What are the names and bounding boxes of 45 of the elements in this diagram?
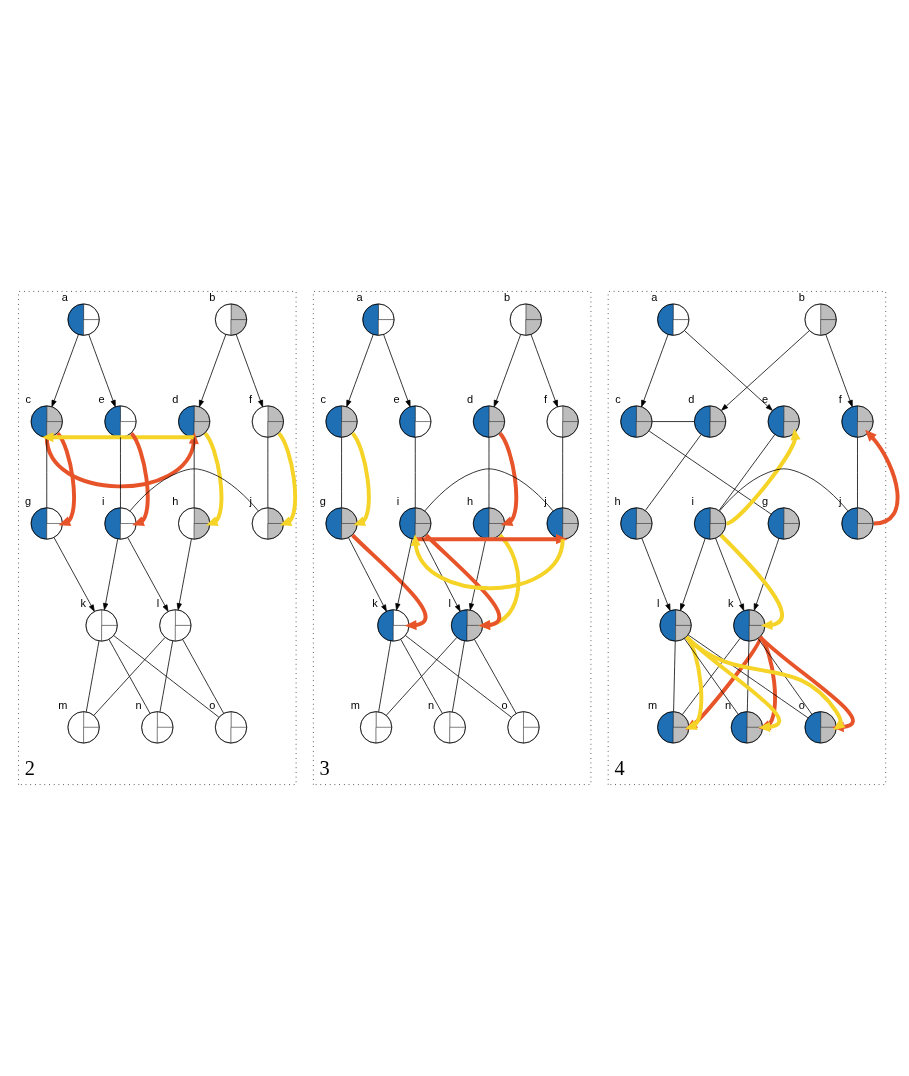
node-label: a (650, 290, 657, 303)
node-label: l (448, 596, 451, 609)
node-label: d (466, 392, 473, 405)
node-label: e (392, 392, 400, 405)
node-label: f (838, 392, 842, 405)
node-label: l (656, 596, 660, 609)
node-label: i (396, 494, 399, 507)
node-label: a (356, 290, 363, 303)
node-label: j (248, 494, 252, 507)
node-label: k (371, 596, 378, 609)
node-label: g (761, 494, 768, 507)
node-label: c (614, 392, 621, 405)
node-label: e (98, 392, 105, 405)
node-label: b (208, 290, 215, 303)
node-label: g (319, 494, 326, 507)
node-label: n (724, 698, 731, 711)
node-label: k (727, 596, 734, 609)
node-label: c (25, 392, 31, 405)
node-label: m (350, 698, 360, 711)
node-label: a (61, 290, 68, 303)
node-label: f (248, 392, 252, 405)
node-label: d (687, 392, 694, 405)
node-label: i (101, 494, 104, 507)
node-label: o (208, 698, 215, 711)
node-label: j (543, 494, 547, 507)
node-label: e (761, 392, 768, 405)
node-label: m (647, 698, 657, 711)
node-label: h (614, 494, 621, 507)
node-label: h (466, 494, 473, 507)
node-label: g (24, 494, 31, 507)
node-label: d (171, 392, 178, 405)
node-label: o (501, 698, 508, 711)
node-label: i (691, 494, 694, 507)
node-label: b (798, 290, 805, 303)
node-label: h (171, 494, 178, 507)
node-label: o (798, 698, 805, 711)
node-label: j (838, 494, 841, 507)
node-label: f (543, 392, 547, 405)
node-label: n (134, 698, 142, 711)
node-label: n (427, 698, 434, 711)
node-label: c (319, 392, 326, 405)
node-label: k (79, 596, 86, 609)
node-label: l (156, 596, 159, 609)
node-label: b (503, 290, 510, 303)
node-label: m (57, 698, 67, 711)
